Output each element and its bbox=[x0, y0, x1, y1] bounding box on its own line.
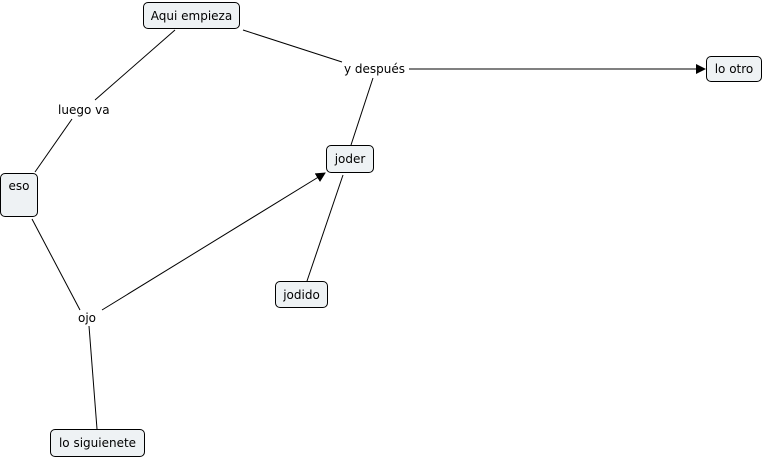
link-aqui-empieza-to-y-despues bbox=[242, 29, 343, 63]
link-aqui-empieza-to-luego-va bbox=[94, 29, 176, 101]
linking-phrase-label: y después bbox=[344, 62, 406, 76]
concept-eso[interactable]: eso bbox=[0, 173, 38, 217]
concept-label: lo siguienete bbox=[58, 436, 137, 450]
linking-phrase-ojo[interactable]: ojo bbox=[78, 311, 97, 325]
concept-label: jodido bbox=[283, 287, 320, 302]
linking-phrase-label: luego va bbox=[58, 103, 110, 117]
concept-aqui-empieza[interactable]: Aqui empieza bbox=[143, 2, 240, 29]
link-ojo-to-joder bbox=[101, 172, 326, 311]
linking-phrase-luego-va[interactable]: luego va bbox=[58, 103, 110, 117]
link-luego-va-to-eso bbox=[34, 118, 73, 173]
concept-label: Aqui empieza bbox=[150, 8, 233, 23]
concept-lo-siguienete[interactable]: lo siguienete bbox=[50, 429, 145, 457]
concept-label: lo otro bbox=[714, 62, 754, 76]
concept-label: joder bbox=[334, 152, 366, 166]
link-eso-to-ojo bbox=[31, 218, 81, 311]
concept-lo-otro[interactable]: lo otro bbox=[706, 56, 762, 82]
concept-label: eso bbox=[8, 179, 30, 193]
concept-jodido[interactable]: jodido bbox=[275, 281, 328, 308]
linking-phrase-y-despues[interactable]: y después bbox=[344, 62, 406, 76]
linking-phrase-label: ojo bbox=[78, 311, 97, 325]
link-ojo-to-lo-siguienete bbox=[88, 325, 98, 430]
link-y-despues-to-joder bbox=[350, 77, 374, 146]
concept-joder[interactable]: joder bbox=[326, 145, 374, 173]
link-jodido-to-joder bbox=[306, 174, 344, 282]
